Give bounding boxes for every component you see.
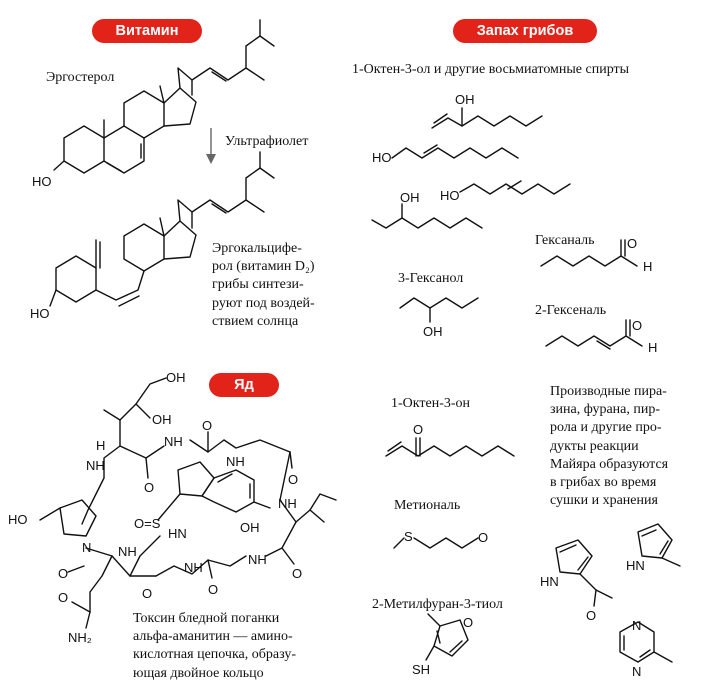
- octenol-heading: 1-Октен-3-ол и другие восьмиатомные спир…: [352, 62, 630, 77]
- amanitin-nh7: NH: [248, 552, 267, 567]
- ergocalciferol-line: грибы синтези-: [212, 277, 304, 293]
- amanitin-nh3: NH: [226, 454, 245, 469]
- hexenal-oxygen: O: [632, 318, 642, 333]
- amanitin-hn-indole: HN: [168, 526, 187, 541]
- ergocalciferol-line: рол (витамин D₂): [212, 259, 315, 275]
- maillard-line: зина, фурана, пир-: [550, 402, 661, 418]
- methylpyrrole-nh: HN: [626, 558, 645, 573]
- acetylpyrrole-oxygen: O: [586, 608, 596, 623]
- acetylpyrrole-nh: HN: [540, 574, 559, 589]
- hexanal-structure: O H: [540, 236, 652, 274]
- amanitin-nh4: NH: [278, 496, 297, 511]
- hexenal-structure: O H: [545, 318, 657, 355]
- methylpyrrole-structure: HN: [626, 523, 681, 573]
- amanitin-nh2: NH: [164, 434, 183, 449]
- pyrazine-n2: N: [632, 664, 641, 679]
- maillard-line: рола и другие про-: [550, 420, 662, 436]
- amanitin-nh5: NH: [118, 544, 137, 559]
- amanitin-amide: NH₂: [68, 630, 92, 645]
- hexanol-hydroxyl: OH: [423, 324, 443, 339]
- amanitin-nh1: NH: [86, 458, 105, 473]
- maillard-line: Производные пира-: [550, 384, 667, 399]
- hexanal-label: Гексаналь: [535, 233, 595, 248]
- octen-3-ol-alt-structure: HO: [440, 180, 571, 203]
- octenone-oxygen: O: [413, 422, 423, 437]
- amanitin-oh3: OH: [240, 520, 260, 535]
- vitamin-badge: Витамин: [92, 19, 202, 43]
- ergocalciferol-description: Эргокальцифе- рол (витамин D₂) грибы син…: [212, 240, 315, 331]
- maillard-line: в грибах во время: [550, 475, 657, 491]
- amanitin-caption-line: Токсин бледной поганки: [133, 611, 280, 626]
- octen-2-ol-structure: HO: [372, 144, 519, 165]
- octen-3-ol-structure: OH: [431, 92, 543, 129]
- amanitin-h: H: [96, 438, 105, 453]
- amanitin-o1: O: [144, 480, 154, 495]
- ergosterol-hydroxyl: HO: [32, 174, 52, 189]
- amanitin-nh6: NH: [184, 560, 203, 575]
- octenol3-hydroxyl: HO: [440, 188, 460, 203]
- amanitin-o8: O: [58, 590, 68, 605]
- octenol2-hydroxyl: HO: [372, 150, 392, 165]
- maillard-line: Майяра образуются: [550, 456, 669, 472]
- amanitin-caption-line: альфа-аманитин — амино-: [133, 629, 293, 645]
- ergocalciferol-hydroxyl: HO: [30, 306, 50, 321]
- pyrazine-n1: N: [632, 618, 641, 633]
- amanitin-ho-pro: HO: [8, 512, 28, 527]
- octenone-structure: O: [385, 422, 515, 457]
- ergocalciferol-line: ствием солнца: [212, 313, 299, 329]
- amanitin-oh1: OH: [166, 370, 186, 385]
- ergosterol-label: Эргостерол: [46, 70, 115, 85]
- amanitin-sulfoxide: O=S: [134, 516, 161, 531]
- amanitin-structure: OH OH H NH O NH O NH O NH: [8, 370, 337, 645]
- octenone-label: 1-Октен-3-он: [391, 396, 471, 411]
- octenol-hydroxyl: OH: [455, 92, 475, 107]
- methylfuranthiol-structure: O SH: [412, 613, 473, 677]
- maillard-description: Производные пира- зина, фурана, пир- рол…: [550, 383, 668, 510]
- octanol-hydroxyl: OH: [400, 190, 420, 205]
- uv-arrow: [206, 128, 216, 164]
- ergocalciferol-line: руют под воздей-: [212, 295, 315, 311]
- amanitin-caption-line: кислотная цепочка, образу-: [133, 647, 296, 663]
- amanitin-o7: O: [58, 566, 68, 581]
- maillard-line: дукты реакции: [550, 438, 639, 454]
- ergocalciferol-line: Эргокальцифе-: [212, 241, 302, 256]
- methional-structure: S O: [393, 529, 488, 549]
- furan-oxygen: O: [463, 615, 473, 630]
- methylpyrazine-structure: N N: [619, 618, 673, 679]
- hexanol-structure: OH: [399, 297, 479, 339]
- amanitin-o2: O: [202, 418, 212, 433]
- uv-label: Ультрафиолет: [225, 134, 309, 149]
- poison-badge: Яд: [209, 373, 279, 397]
- mushroom-smell-badge: Запах грибов: [453, 19, 597, 43]
- amanitin-n-pro: N: [82, 540, 91, 555]
- amanitin-o3: O: [288, 472, 298, 487]
- amanitin-o6: O: [292, 566, 302, 581]
- hexanal-hydrogen: H: [643, 259, 652, 274]
- octan-3-ol-structure: OH: [371, 190, 483, 229]
- methional-label: Метиональ: [394, 498, 461, 513]
- methional-sulfur: S: [404, 529, 413, 544]
- hexenal-label: 2-Гексеналь: [535, 303, 607, 318]
- hexenal-hydrogen: H: [648, 340, 657, 355]
- methylfuranthiol-label: 2-Метилфуран-3-тиол: [372, 597, 503, 612]
- amanitin-caption-line: ющая двойное кольцо: [133, 665, 264, 681]
- hexanal-oxygen: O: [627, 236, 637, 251]
- amanitin-caption: Токсин бледной поганки альфа-аманитин — …: [133, 610, 296, 683]
- acetylpyrrole-structure: HN O: [540, 539, 613, 623]
- amanitin-o4: O: [142, 586, 152, 601]
- amanitin-oh2: OH: [152, 412, 172, 427]
- maillard-line: сушки и хранения: [550, 493, 658, 509]
- ergocalciferol-structure: HO: [30, 151, 275, 321]
- thiol-group: SH: [412, 662, 430, 677]
- hexanol-label: 3-Гексанол: [398, 271, 464, 286]
- amanitin-o5: O: [208, 582, 218, 597]
- ergosterol-structure: HO: [32, 19, 275, 189]
- methional-oxygen: O: [478, 530, 488, 545]
